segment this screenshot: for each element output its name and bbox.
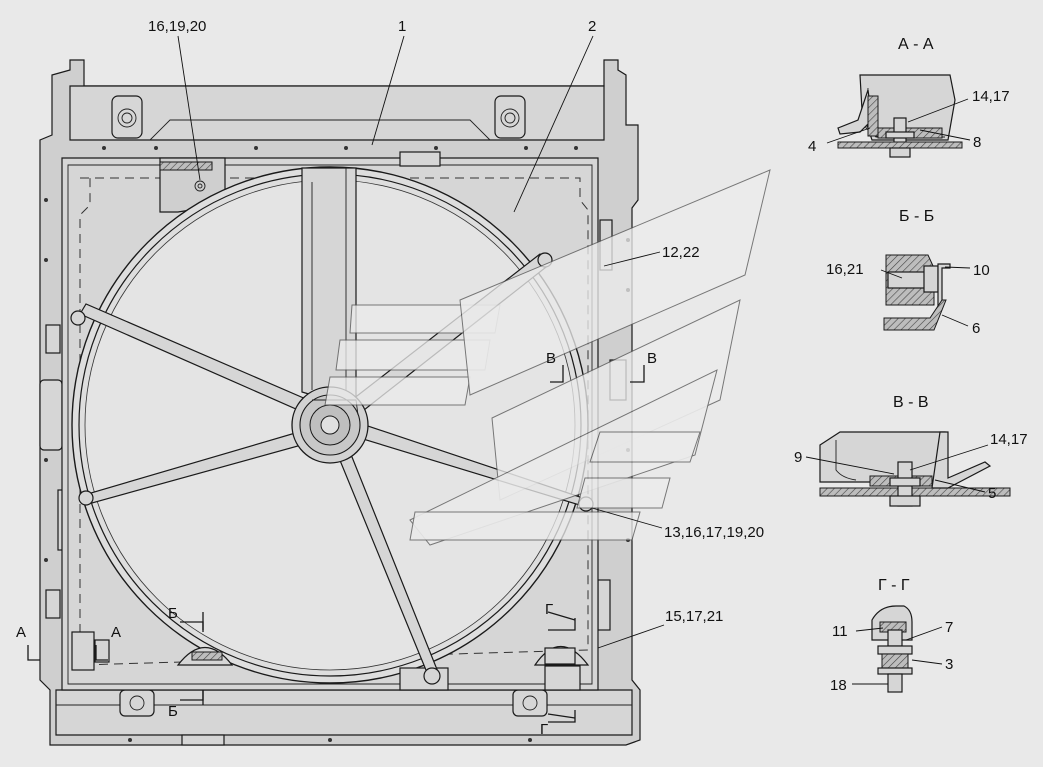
section-titles: А - А 14,17 4 8 Б - Б 16,21 10 6 В - В 1…	[794, 36, 1028, 694]
section-v-v-label-14-17: 14,17	[990, 431, 1028, 448]
section-b-b-label-6: 6	[972, 320, 980, 337]
callout-15-17-21: 15,17,21	[665, 608, 723, 625]
main-assembly	[39, 59, 641, 746]
fan-hub	[291, 386, 369, 464]
callout-labels: 16,19,20 1 2 12,22 13,16,17,19,20 15,17,…	[148, 18, 764, 625]
watermark-logo	[324, 169, 771, 546]
cut-g-bottom: Г	[540, 721, 548, 738]
cut-b-bottom: Б	[168, 703, 178, 720]
detail-section-b-b	[880, 254, 971, 331]
section-g-g-label-7: 7	[945, 619, 953, 636]
callout-2: 2	[588, 18, 596, 35]
detail-section-g-g	[852, 605, 943, 693]
section-g-g-label-3: 3	[945, 656, 953, 673]
upper-beam	[69, 85, 605, 141]
section-a-a-label-8: 8	[973, 134, 981, 151]
section-g-g-label-18: 18	[830, 677, 847, 694]
cut-mark-labels: А А Б Б В В Г Г	[16, 350, 657, 738]
section-v-v-label-9: 9	[794, 449, 802, 466]
detail-section-a-a	[826, 74, 971, 158]
cut-v-right: В	[647, 350, 657, 367]
section-a-a-label-4: 4	[808, 138, 816, 155]
hidden-outline	[79, 177, 589, 666]
cut-a-right: А	[111, 624, 121, 641]
cut-a-left: А	[16, 624, 26, 641]
section-v-v-label-5: 5	[988, 485, 996, 502]
cut-v-left: В	[546, 350, 556, 367]
cut-g-top: Г	[545, 601, 553, 618]
top-bosses	[111, 95, 526, 139]
cut-b-top: Б	[168, 605, 178, 622]
callout-leaders	[177, 35, 665, 649]
section-v-v-title: В - В	[893, 394, 929, 411]
detail-section-v-v	[805, 431, 1011, 507]
section-a-a-label-14-17: 14,17	[972, 88, 1010, 105]
section-b-b-label-16-21: 16,21	[826, 261, 864, 278]
inner-plate	[301, 167, 357, 409]
callout-12-22: 12,22	[662, 244, 700, 261]
section-g-g-label-11: 11	[832, 623, 848, 640]
callout-16-19-20: 16,19,20	[148, 18, 206, 35]
section-a-a-title: А - А	[898, 36, 934, 53]
callout-13-16-17-19-20: 13,16,17,19,20	[664, 524, 764, 541]
section-cut-marks	[27, 365, 645, 723]
section-b-b-label-10: 10	[973, 262, 990, 279]
section-b-b-title: Б - Б	[899, 208, 934, 225]
callout-1: 1	[398, 18, 406, 35]
section-g-g-title: Г - Г	[878, 577, 910, 594]
